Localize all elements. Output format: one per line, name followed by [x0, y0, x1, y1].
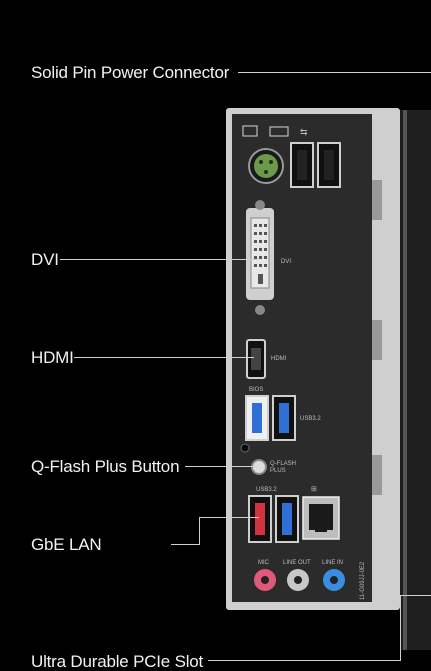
usb-icon: ⇆ [300, 127, 308, 137]
pcie-slot-callout: Ultra Durable PCIe Slot [31, 652, 204, 671]
qflash-panel-label-1: Q-FLASH [270, 461, 296, 467]
part-number-label: 11-G09JJ-0E2 [360, 561, 366, 600]
qflash-panel-label-2: PLUS [270, 468, 286, 474]
line-in-panel-label: LINE IN [322, 560, 343, 566]
pcie-callout-line-b [400, 595, 401, 661]
qflash-callout-line [185, 466, 257, 467]
qflash-callout: Q-Flash Plus Button [31, 457, 180, 476]
pcie-callout-line-c [400, 595, 431, 596]
pcie-callout-line-a [208, 660, 401, 661]
qflash-plus-button [251, 459, 267, 475]
hdmi-callout-line [74, 357, 254, 358]
power-callout-line [238, 72, 431, 73]
lan-callout-line-b [199, 517, 200, 545]
usb32-right-label: USB3.2 [300, 416, 321, 422]
lan-callout-line-c [199, 517, 259, 518]
lan-icon: ⊞ [311, 486, 317, 493]
lan-callout-line-a [171, 544, 200, 545]
dvi-callout-line [60, 259, 258, 260]
dvi-callout: DVI [31, 250, 59, 269]
lan-callout: GbE LAN [31, 535, 102, 554]
usb32-left-label: USB3.2 [256, 487, 277, 493]
power-connector-callout: Solid Pin Power Connector [31, 63, 230, 82]
bios-panel-label: BIOS [249, 387, 263, 393]
hdmi-panel-label: HDMI [271, 356, 287, 362]
mic-panel-label: MIC [258, 560, 270, 566]
hdmi-callout: HDMI [31, 348, 74, 367]
line-out-panel-label: LINE OUT [283, 560, 311, 566]
dvi-panel-label: DVI [281, 259, 291, 265]
keyboard-mouse-icon [242, 125, 258, 137]
